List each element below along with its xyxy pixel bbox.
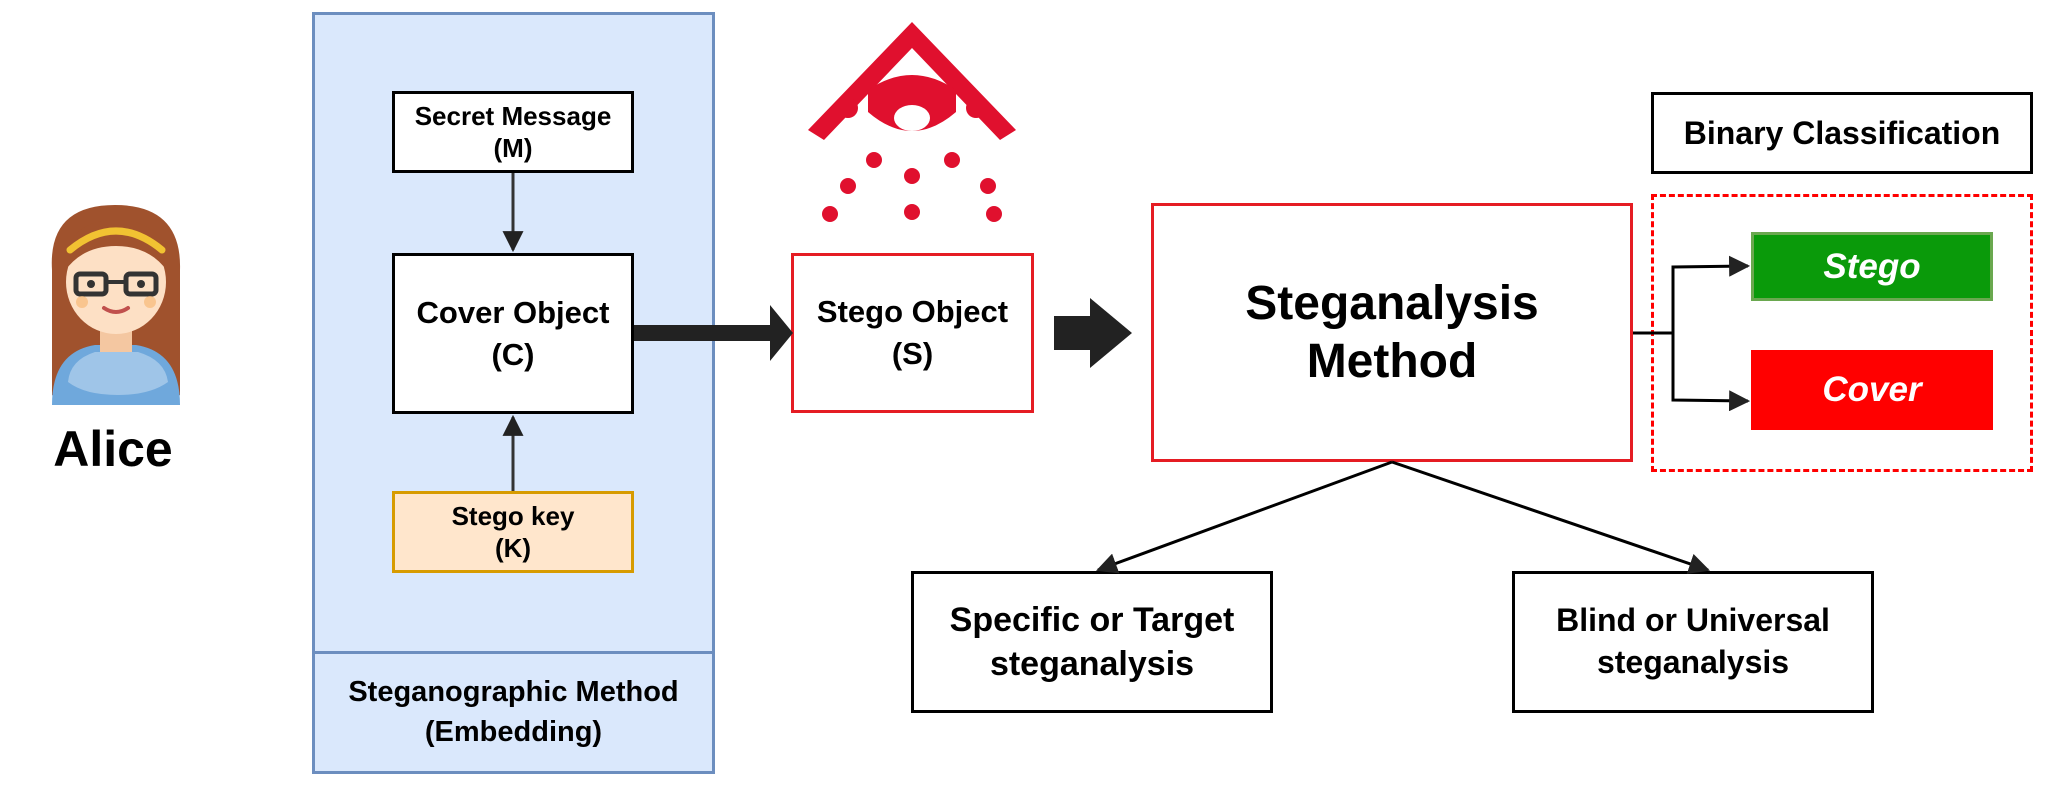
secret-message-box: Secret Message (M) [392,91,634,173]
specific-steganalysis-box: Specific or Target steganalysis [911,571,1273,713]
cover-object-line1: Cover Object [416,294,610,330]
stego-label-text: Stego [1823,246,1921,286]
steganalysis-method-box: Steganalysis Method [1151,203,1633,462]
binary-classification-title: Binary Classification [1651,92,2033,174]
stego-key-line1: Stego key [451,500,575,531]
steganographic-method-line2: (Embedding) [424,715,603,748]
blind-steganalysis-line1: Blind or Universal [1556,602,1830,639]
method-to-blind-arrow [1391,460,1710,574]
cover-label-text: Cover [1822,370,1922,410]
blind-steganalysis-box: Blind or Universal steganalysis [1512,571,1874,713]
stego-label: Stego [1751,232,1993,301]
stego-to-steganalysis-arrow [1054,298,1132,368]
stego-key-line2: (K) [494,533,532,563]
stego-object-line2: (S) [891,336,934,371]
blind-steganalysis-line2: steganalysis [1596,644,1790,680]
cover-object-line2: (C) [491,336,535,372]
steganographic-method-line1: Steganographic Method [348,676,679,709]
specific-steganalysis-line1: Specific or Target [949,600,1235,639]
alice-name: Alice [53,421,173,477]
stego-object-line1: Stego Object [816,294,1009,330]
method-to-specific-arrow [1096,460,1393,574]
stego-object-box: Stego Object (S) [791,253,1034,413]
steganalysis-method-line1: Steganalysis [1245,276,1539,330]
stego-key-box: Stego key (K) [392,491,634,573]
cover-object-box: Cover Object (C) [392,253,634,414]
steganographic-method-label: Steganographic Method (Embedding) [312,651,715,774]
secret-message-line2: (M) [493,133,533,163]
secret-message-line1: Secret Message [414,100,612,131]
steganalysis-method-line2: Method [1306,334,1478,388]
specific-steganalysis-line2: steganalysis [989,645,1195,683]
cover-label: Cover [1751,350,1993,430]
binary-classification-text: Binary Classification [1683,115,2001,151]
